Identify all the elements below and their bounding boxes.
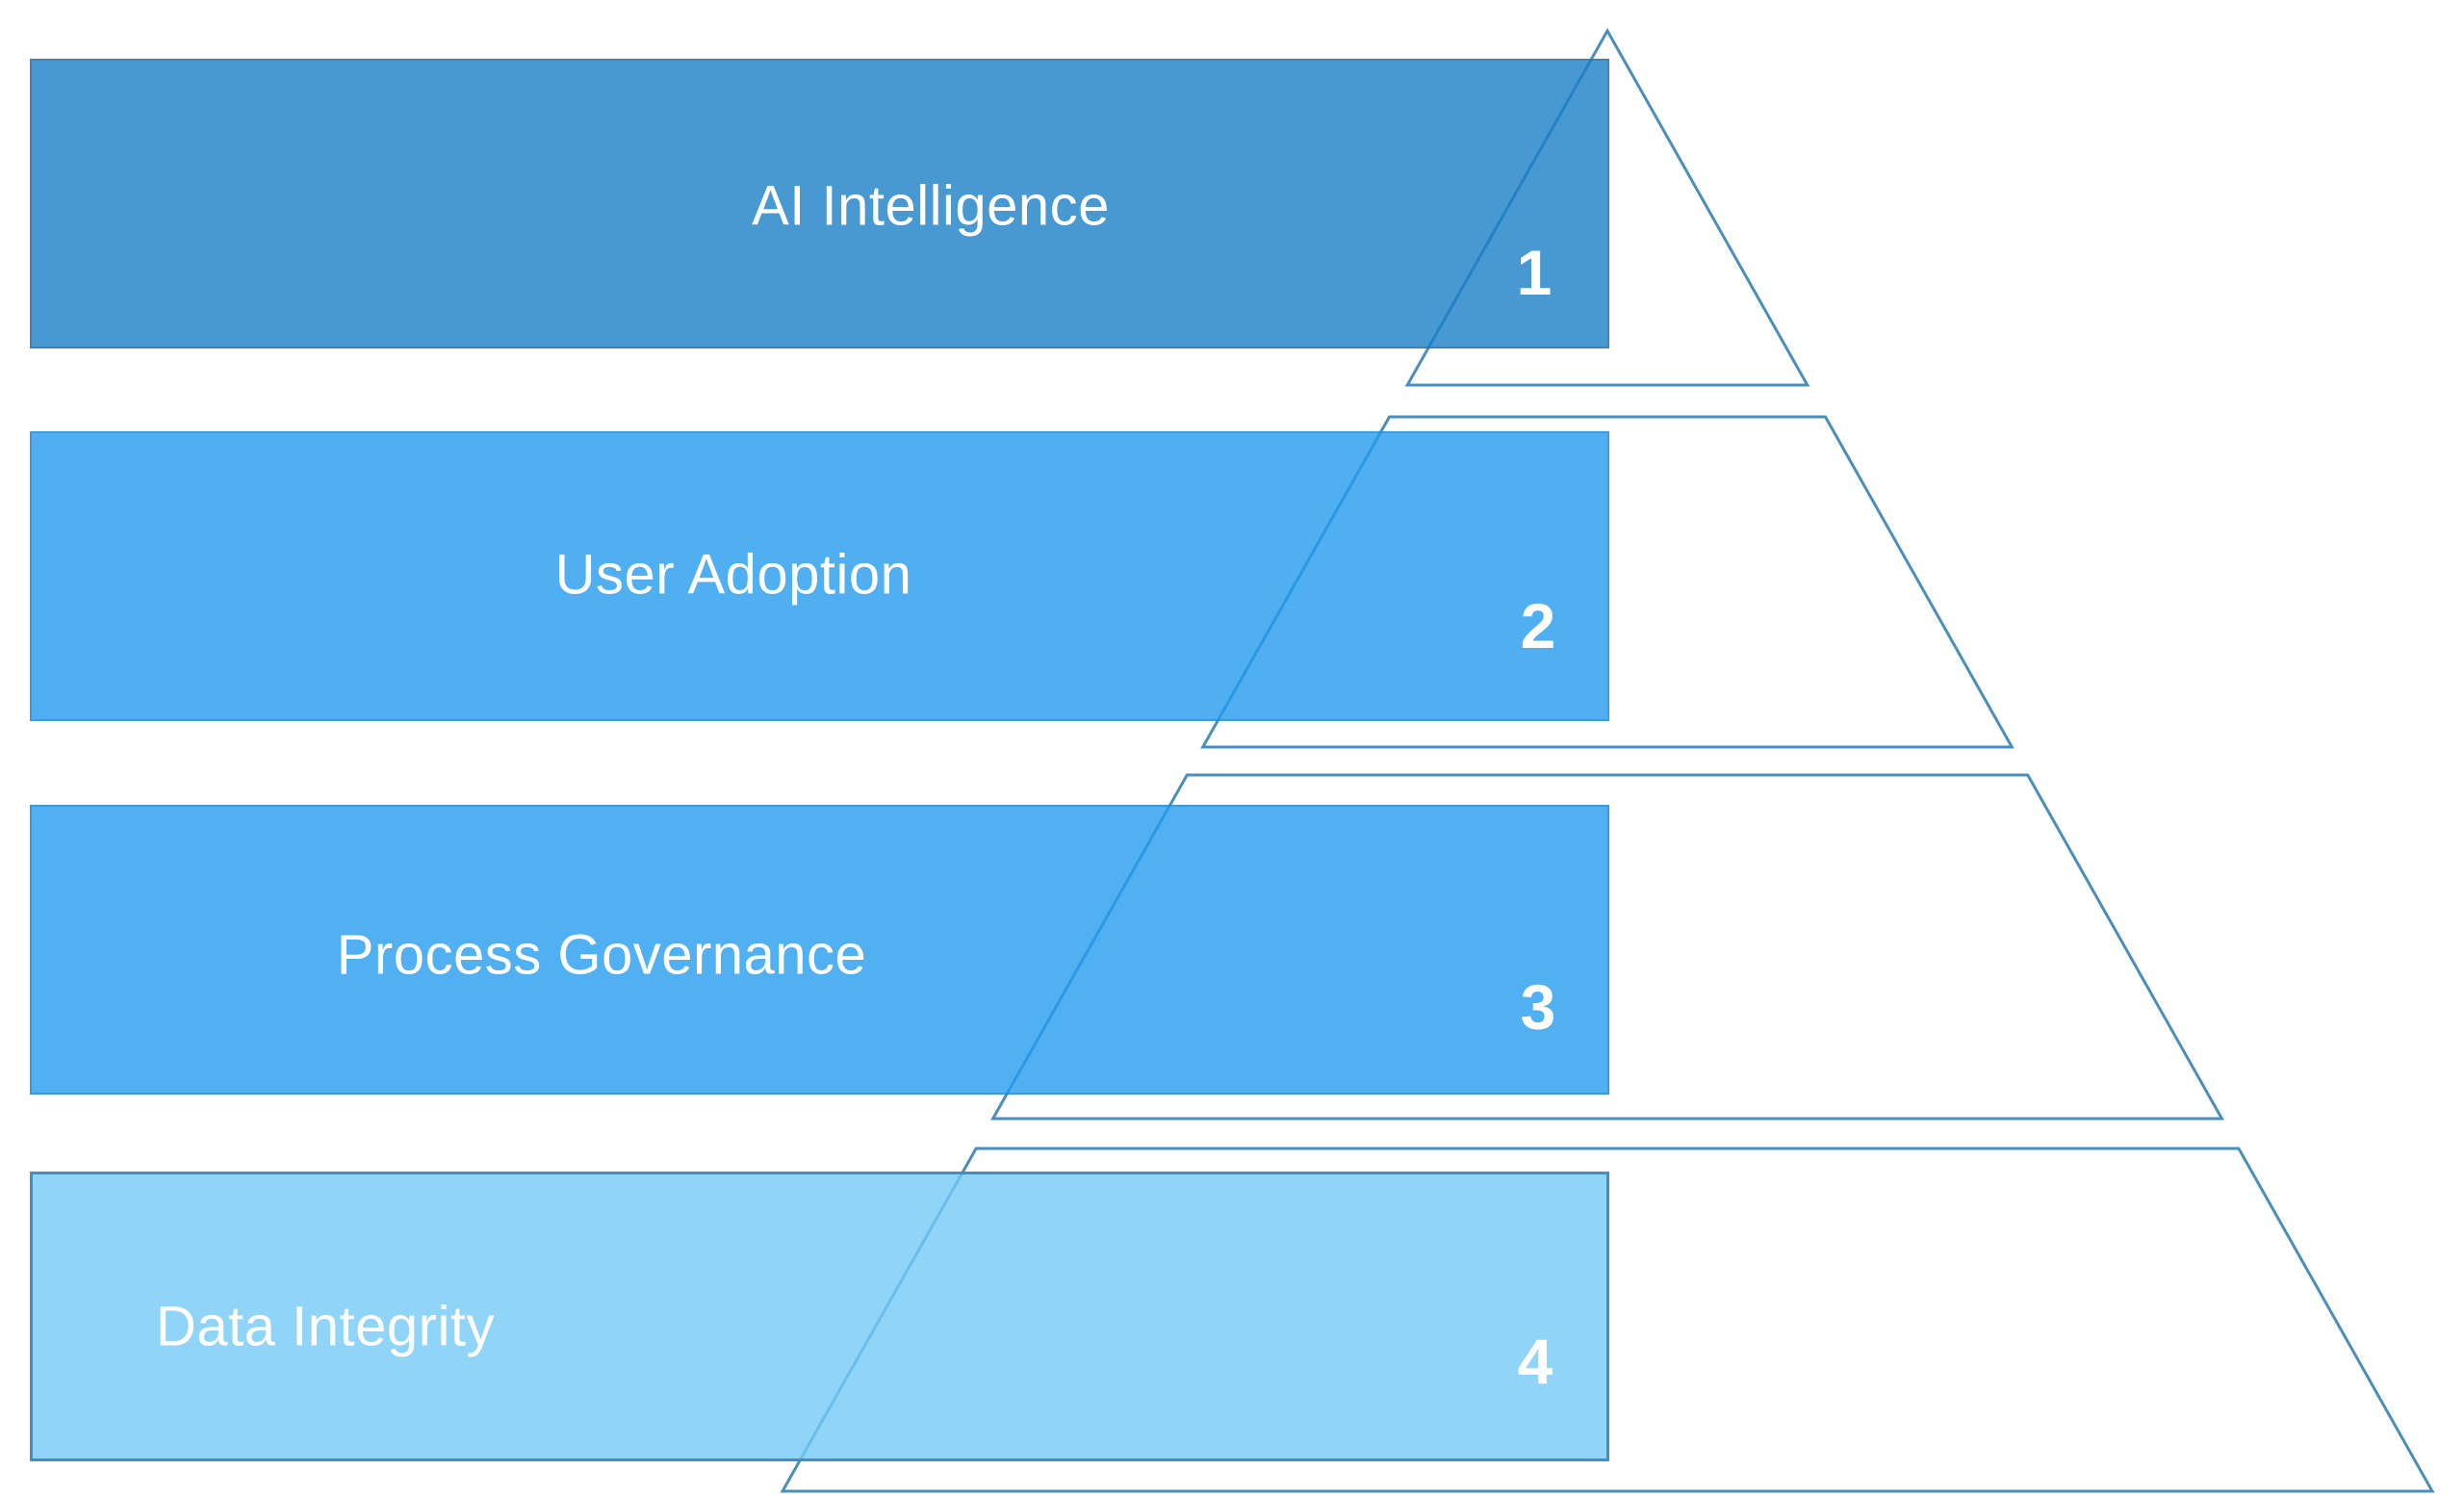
- level-number-2: 2: [1520, 590, 1556, 661]
- level-number-4: 4: [1517, 1326, 1553, 1397]
- level-bar-3: [30, 805, 1609, 1095]
- level-bar-1: [30, 59, 1609, 348]
- level-number-3: 3: [1520, 971, 1556, 1043]
- level-number-1: 1: [1516, 237, 1553, 308]
- level-bar-4: [30, 1172, 1609, 1461]
- level-label-3: Process Governance: [336, 923, 867, 987]
- level-label-2: User Adoption: [554, 543, 912, 606]
- level-label-1: AI Intelligence: [752, 174, 1110, 238]
- level-bar-2: [30, 431, 1609, 721]
- level-label-4: Data Integrity: [156, 1295, 495, 1358]
